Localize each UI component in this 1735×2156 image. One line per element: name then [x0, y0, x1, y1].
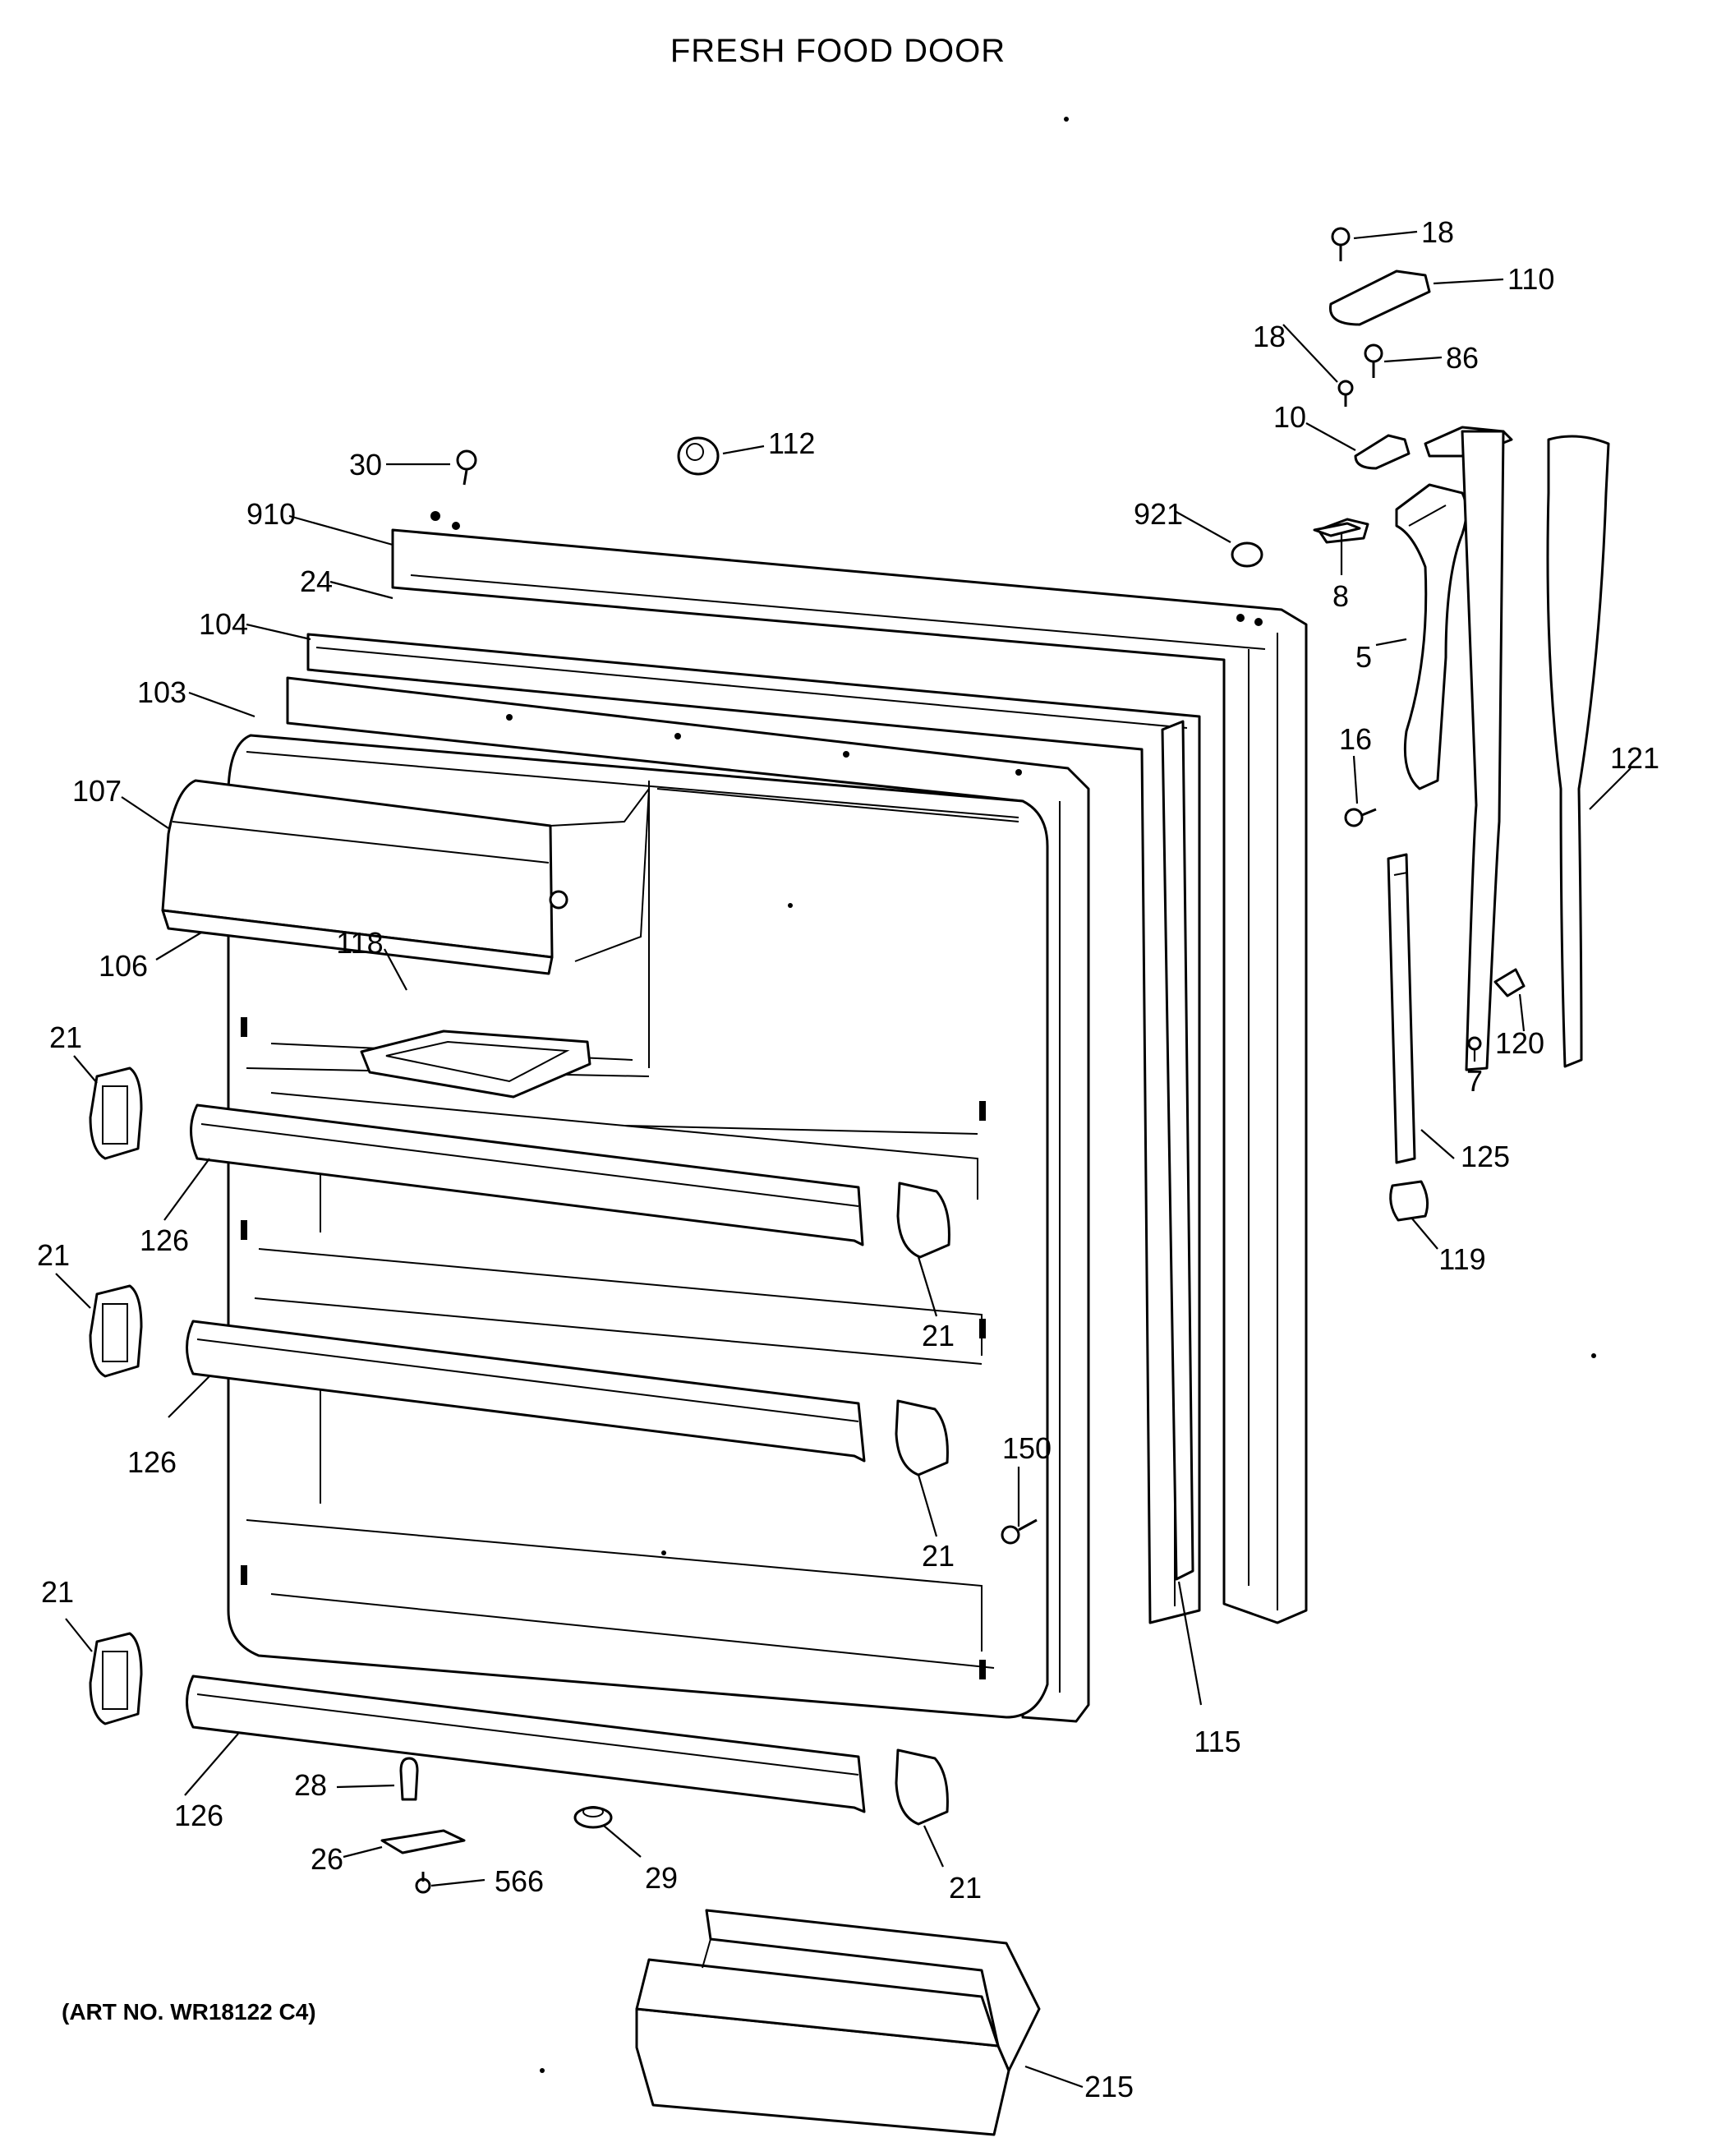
handle-rail: [1461, 430, 1505, 1071]
callout-5: 5: [1355, 640, 1372, 674]
shelf-bar-lower: [186, 1675, 866, 1813]
art-number: (ART NO. WR18122 C4): [62, 1999, 316, 2025]
callout-121: 121: [1610, 741, 1659, 775]
inner-door-liner: [227, 734, 1049, 1719]
callout-labels: 18 110 18 86 10 30 112 910 921 8 24 104 …: [37, 215, 1659, 2103]
callout-125: 125: [1461, 1140, 1510, 1173]
callout-7: 7: [1466, 1064, 1483, 1098]
shelf-end-cap-left-3: [89, 1632, 143, 1725]
handle-upper: [1395, 483, 1468, 790]
callout-86: 86: [1446, 341, 1479, 375]
callout-110: 110: [1507, 262, 1554, 296]
screw-150: [1001, 1518, 1038, 1545]
callout-126: 126: [174, 1799, 223, 1832]
callout-21: 21: [49, 1020, 82, 1054]
callout-215: 215: [1084, 2070, 1134, 2103]
callout-120: 120: [1495, 1026, 1544, 1060]
callout-118: 118: [336, 926, 383, 960]
stop-plate-26: [380, 1829, 466, 1854]
callout-16: 16: [1339, 722, 1372, 756]
outer-door-panel: [391, 511, 1308, 1624]
hinge-pin-8: [1313, 522, 1361, 537]
butter-tray: [360, 1030, 591, 1099]
callout-566: 566: [495, 1864, 544, 1898]
bottle-bin: [635, 1909, 1041, 2136]
hinge-screws: [1331, 227, 1383, 407]
shelf-bar-upper: [190, 1103, 864, 1246]
callout-921: 921: [1134, 497, 1183, 531]
callout-21: 21: [922, 1319, 955, 1352]
bracket-cap-119: [1389, 1180, 1429, 1222]
breaker-strip: [1161, 720, 1194, 1581]
screw-566: [415, 1872, 431, 1894]
callout-21: 21: [922, 1539, 955, 1573]
callout-18: 18: [1421, 215, 1454, 249]
callout-8: 8: [1332, 579, 1349, 613]
callout-107: 107: [72, 774, 122, 808]
shelf-end-cap-left-1: [89, 1066, 143, 1160]
shelf-end-cap-right-3: [895, 1748, 949, 1826]
callout-18: 18: [1253, 320, 1286, 353]
bracket-screw-16: [1344, 808, 1377, 827]
callout-112: 112: [768, 426, 815, 460]
callout-26: 26: [311, 1842, 343, 1876]
callout-119: 119: [1438, 1242, 1485, 1276]
door-liner-frame: [286, 676, 1090, 1723]
handle-stop-120: [1493, 968, 1526, 997]
hinge-plug-921: [1231, 541, 1263, 568]
hinge-plate: [1354, 434, 1411, 470]
callout-28: 28: [294, 1768, 327, 1802]
callout-150: 150: [1002, 1431, 1052, 1465]
callout-21: 21: [41, 1575, 74, 1609]
callout-21: 21: [949, 1871, 982, 1905]
bumper-29: [573, 1806, 613, 1829]
shelf-end-cap-right-2: [895, 1399, 949, 1476]
shelf-bar-middle: [186, 1320, 866, 1463]
door-stop-28: [399, 1757, 419, 1801]
door-plug-112: [677, 436, 720, 476]
callout-30: 30: [349, 448, 382, 481]
callout-24: 24: [300, 564, 333, 598]
dairy-door: [161, 779, 651, 975]
hinge-cover: [1328, 270, 1431, 326]
screw-30: [456, 449, 477, 486]
handle-trim-strip: [1546, 435, 1610, 1068]
callout-115: 115: [1194, 1725, 1240, 1758]
leader-lines: [55, 230, 1631, 2089]
shelf-end-cap-left-2: [89, 1284, 143, 1378]
callout-910: 910: [246, 497, 296, 531]
callout-126: 126: [140, 1223, 189, 1257]
callout-103: 103: [137, 675, 186, 709]
shelf-end-cap-right-1: [896, 1182, 950, 1259]
callout-21: 21: [37, 1238, 70, 1272]
callout-104: 104: [199, 607, 248, 641]
handle-bracket: [1387, 853, 1416, 1164]
callout-106: 106: [99, 949, 148, 983]
callout-29: 29: [645, 1861, 678, 1895]
diagram-title: FRESH FOOD DOOR: [670, 33, 1006, 69]
callout-10: 10: [1273, 400, 1306, 434]
callout-126: 126: [127, 1445, 177, 1479]
